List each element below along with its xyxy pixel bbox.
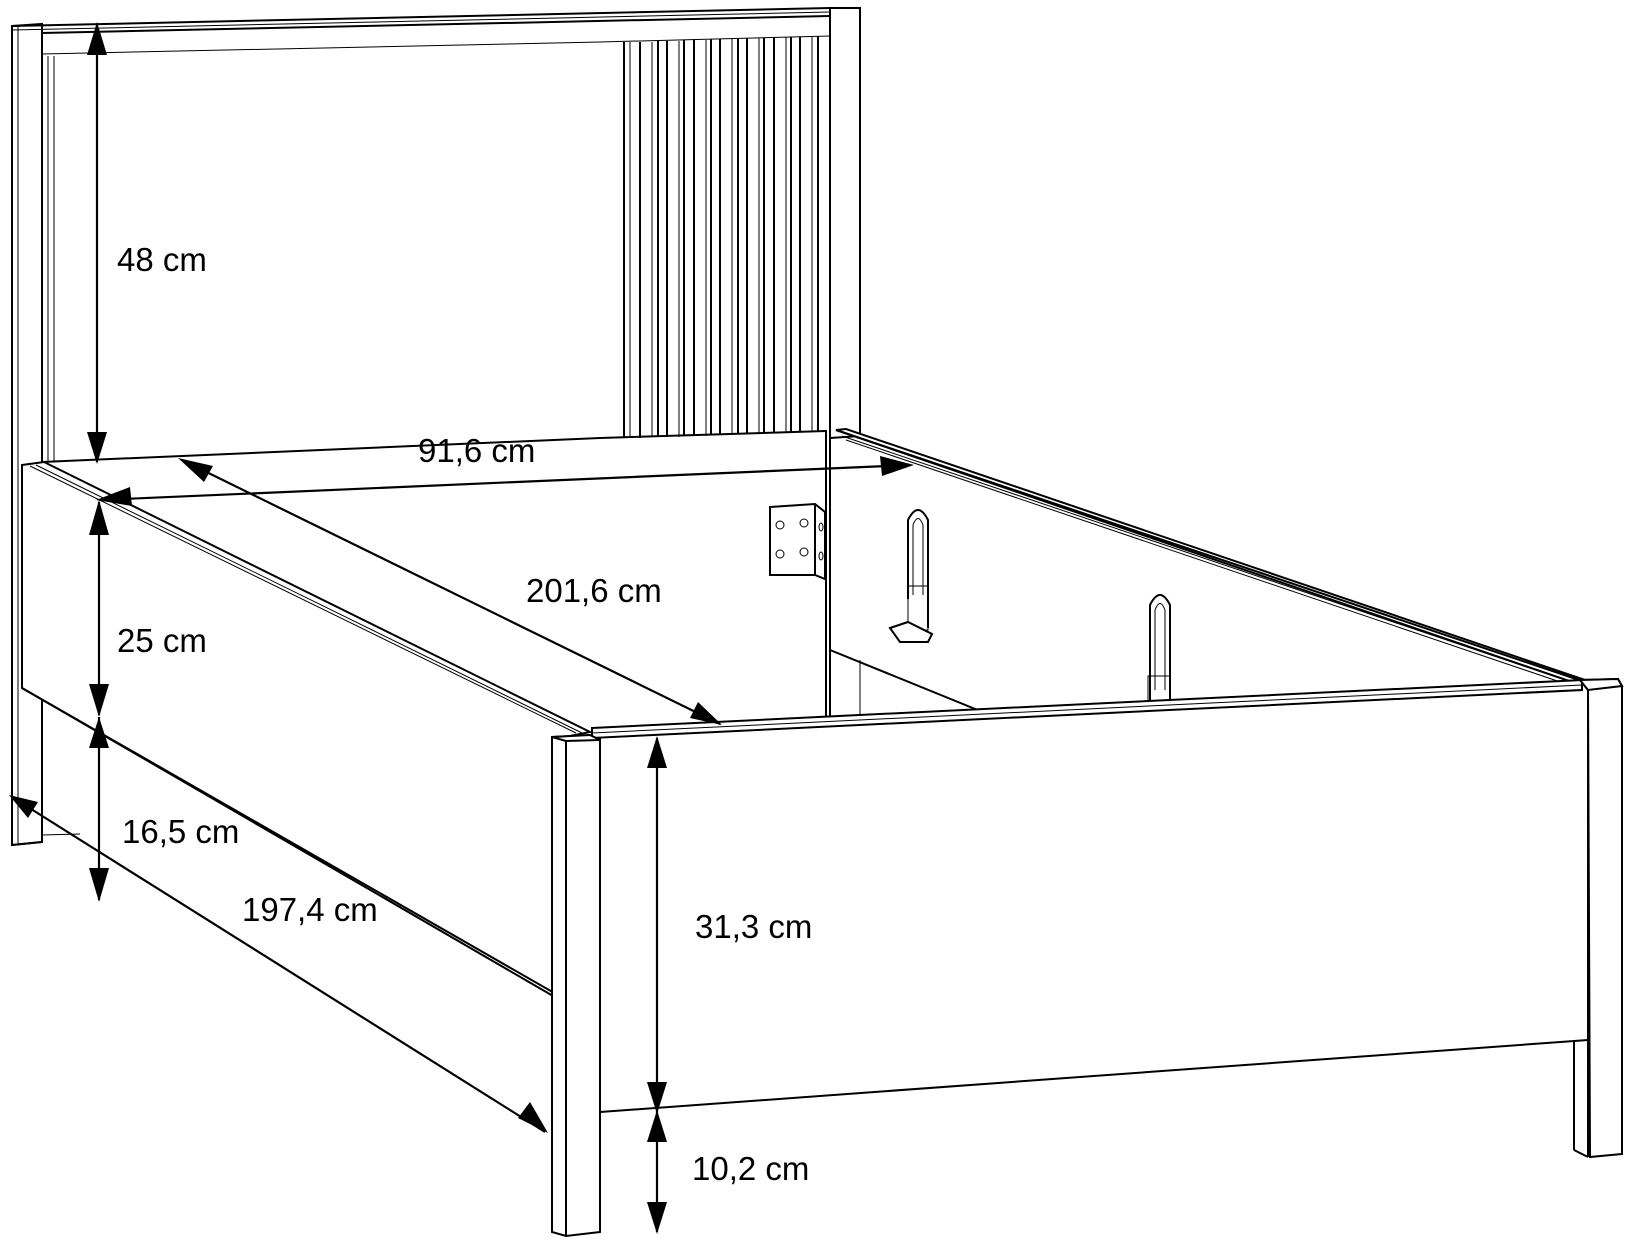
dimension-footboard-clearance: 10,2 cm [647,1110,809,1234]
dimension-outer-length: 197,4 cm [9,795,548,1133]
corner-bracket [769,502,826,581]
label-outer-length: 197,4 cm [242,891,378,928]
dimension-footboard-height: 31,3 cm [647,736,812,1114]
dimension-side-rail-clearance: 16,5 cm [89,717,239,902]
dimension-inner-length: 201,6 cm [178,458,722,725]
label-side-rail-height: 25 cm [117,622,207,659]
dimension-side-rail-height: 25 cm [89,500,207,717]
dimension-inner-width: 91,6 cm [96,432,914,506]
footboard [551,677,1624,1238]
slat-hanger-1 [888,509,934,643]
label-inner-length: 201,6 cm [526,572,662,609]
right-side-rail [829,427,1589,718]
slat-hanger-2 [1147,594,1171,705]
label-footboard-clearance: 10,2 cm [692,1150,809,1187]
label-footboard-height: 31,3 cm [695,908,812,945]
label-headboard-height: 48 cm [117,241,207,278]
label-side-rail-clearance: 16,5 cm [122,813,239,850]
headboard-slats [599,36,827,439]
headboard [11,7,861,847]
dimension-headboard-height: 48 cm [87,22,207,464]
label-inner-width: 91,6 cm [418,432,535,469]
